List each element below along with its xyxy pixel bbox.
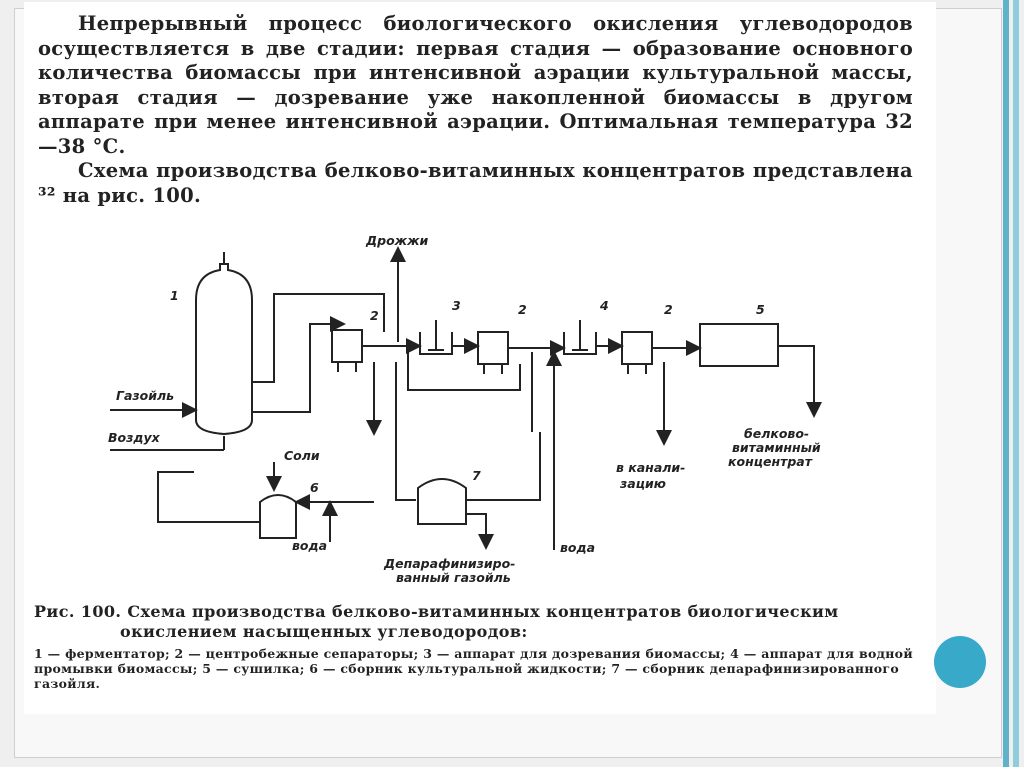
decor-circle (934, 636, 986, 688)
maturation-apparatus-3 (419, 320, 453, 355)
label-salts: Соли (284, 448, 320, 463)
label-product-3: концентрат (728, 454, 813, 469)
label-num-3: 3 (452, 298, 461, 313)
separator-2-c (621, 331, 653, 374)
collector-7 (417, 478, 467, 525)
label-num-2a: 2 (370, 308, 379, 323)
separator-2-a (331, 329, 363, 372)
figure-caption: Рис. 100. Схема производства белково-вит… (34, 602, 924, 691)
label-gasoil: Газойль (116, 388, 174, 403)
label-dewaxed-2: ванный газойль (396, 570, 511, 585)
caption-line-1: Рис. 100. Схема производства белково-вит… (34, 602, 839, 621)
pipe-tank-to-ferm (157, 471, 260, 523)
pipe-ferm-to-sep1-b (252, 316, 346, 413)
label-drain-1: в канали- (616, 460, 685, 475)
pipe-coll-return (466, 432, 541, 501)
separator-2-b (477, 331, 509, 374)
paragraph-2: Схема производства белково-витаминных ко… (38, 159, 913, 207)
decor-stripe (1003, 0, 1009, 767)
label-water-1: вода (292, 538, 327, 553)
fermenter-1 (195, 252, 253, 436)
label-num-5: 5 (756, 302, 765, 317)
pipe-dryer-product (778, 345, 822, 418)
label-num-1: 1 (170, 288, 179, 303)
process-flow-diagram: 1 Газойль Воздух 2 Дрожжи 3 (108, 233, 822, 585)
label-air: Воздух (108, 430, 161, 445)
pipe-to-coll (395, 362, 416, 501)
pipe-loop-a (407, 352, 521, 391)
label-num-2c: 2 (664, 302, 673, 317)
label-product-2: витаминный (732, 440, 821, 455)
label-dewaxed-1: Депарафинизиро- (383, 556, 515, 571)
decor-stripe-light (1013, 0, 1019, 767)
paragraph-1: Непрерывный процесс биологического окисл… (38, 12, 913, 158)
label-num-2b: 2 (518, 302, 527, 317)
label-yeast: Дрожжи (365, 233, 429, 248)
dryer-5 (699, 323, 779, 367)
body-text: Непрерывный процесс биологического окисл… (38, 12, 913, 208)
label-num-4: 4 (599, 298, 609, 313)
washing-apparatus-4 (563, 320, 597, 355)
label-num-7: 7 (472, 468, 481, 483)
caption-line-2: окислением насыщенных углеводородов: (120, 622, 528, 641)
label-drain-2: зацию (619, 476, 666, 491)
scanned-page: Непрерывный процесс биологического окисл… (24, 2, 936, 714)
collector-6 (259, 494, 297, 539)
pipe-ferm-to-sep1 (252, 293, 385, 383)
pipe-dewaxed-out (466, 513, 494, 550)
label-water-2: вода (560, 540, 595, 555)
label-product-1: белково- (744, 426, 809, 441)
caption-legend: 1 — ферментатор; 2 — центробежные сепара… (34, 646, 913, 691)
label-num-6: 6 (310, 480, 319, 495)
